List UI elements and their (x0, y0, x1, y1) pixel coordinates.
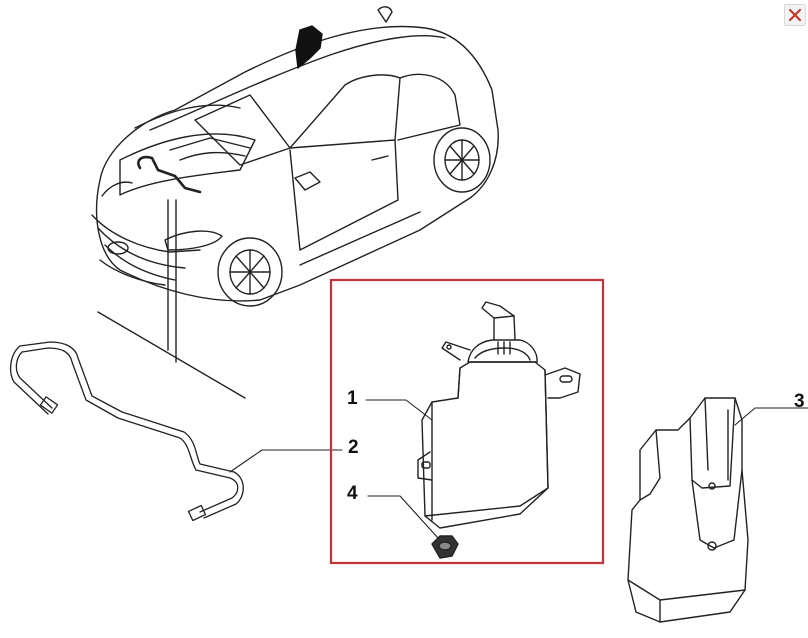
car-illustration (91, 6, 499, 399)
callout-4: 4 (347, 483, 358, 504)
part-3-cover (627, 397, 749, 623)
part-4-nut (431, 535, 459, 559)
part-1-canister (417, 301, 581, 529)
callout-3: 3 (794, 391, 805, 412)
part-2-tube (9, 341, 244, 522)
callout-2: 2 (348, 437, 359, 458)
close-icon (788, 8, 802, 22)
highlight-frame (329, 278, 605, 565)
close-button[interactable] (784, 4, 806, 26)
leader-lines (229, 399, 808, 539)
roof-component (295, 25, 323, 69)
callout-1: 1 (347, 388, 358, 409)
